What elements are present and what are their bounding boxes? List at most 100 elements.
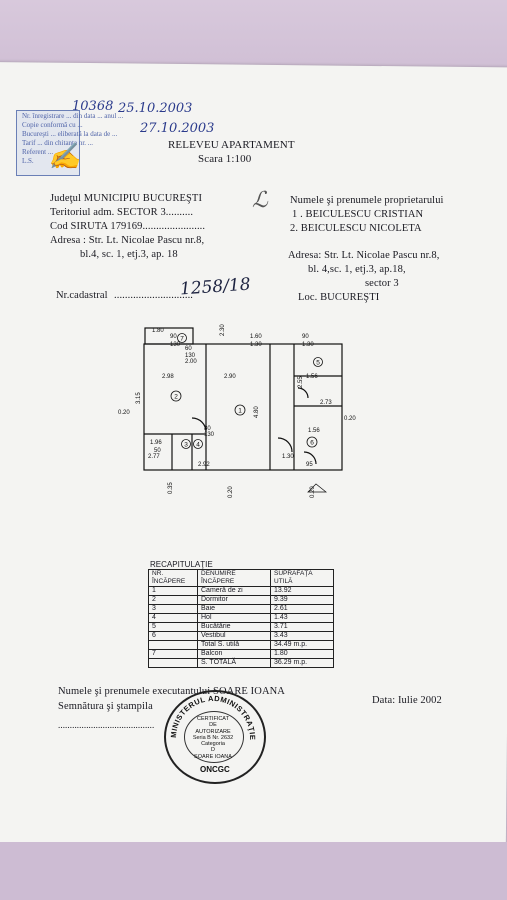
room-marker: [177, 333, 187, 343]
row-name: Baie: [197, 604, 271, 614]
seal-line: Seria B Nr. 2632: [192, 734, 234, 741]
room-marker: [193, 439, 203, 449]
row-nr: 6: [148, 631, 198, 641]
door-arc: [297, 387, 309, 399]
background-bottom: [0, 842, 507, 900]
owner-address-2: bl. 4,sc. 1, etj.3, ap.18,: [308, 264, 406, 275]
plan-dim: 0.35: [168, 482, 174, 494]
col-nr-1: NR.: [152, 570, 164, 577]
owner-signature: ℒ: [252, 188, 268, 213]
owner-1: 1 . BEICULESCU CRISTIAN: [292, 209, 424, 220]
plan-dim: 1.60: [250, 334, 262, 340]
stamp-line: Nr. înregistrare ... din data ... anul .…: [22, 112, 124, 120]
row-area: 2.61: [270, 604, 334, 614]
row-name: Vestibul: [197, 631, 271, 641]
official-seal-inner: [184, 711, 244, 763]
row-nr: 3: [148, 604, 198, 614]
plan-dim: 60: [185, 346, 192, 352]
plan-dim: 1.56: [308, 428, 320, 434]
plan-dim: 2.30: [220, 324, 226, 336]
stamp-line: Tarif ... din chitanţa nr. ...: [22, 139, 94, 147]
outer-wall: [143, 343, 343, 471]
plan-dim: 90: [170, 334, 177, 340]
room-marker: [234, 404, 246, 416]
plan-dim: 90: [302, 334, 309, 340]
document-title: RELEVEU APARTAMENT: [168, 139, 295, 151]
room-marker: [181, 439, 191, 449]
col-suprafata-2: UTILĂ: [274, 578, 293, 585]
seal-bottom: ONCGC: [200, 765, 230, 774]
row-area: 3.43: [270, 631, 334, 641]
seal-line: D: [211, 747, 215, 754]
judet: Judeţul MUNICIPIU BUCUREŞTI: [50, 193, 203, 204]
door-arc: [277, 437, 293, 453]
row-area: 13.92: [270, 586, 334, 596]
seal-line: CERTIFICAT: [197, 716, 229, 722]
row-area: 1.80: [270, 649, 334, 659]
row-name: Bucătărie: [197, 622, 271, 632]
address-line-1: Adresa : Str. Lt. Nicolae Pascu nr.8,: [50, 235, 205, 246]
plan-dim: 2.90: [224, 374, 236, 380]
col-suprafata-1: SUPRAFAŢĂ: [274, 570, 313, 577]
row-nr: 4: [148, 613, 198, 623]
plan-dim: 1.30: [302, 342, 314, 348]
address-line-2: bl.4, sc. 1, etj.3, ap. 18: [80, 249, 178, 260]
signature-dots: ........................................…: [58, 720, 155, 730]
balcony-wall: [144, 327, 194, 345]
col-denumire-1: DENUMIRE: [201, 570, 236, 577]
room-marker: [170, 390, 182, 402]
registration-date: 25.10.2003: [118, 101, 193, 116]
seal-line: Categoria: [201, 741, 225, 748]
plan-dim: 80: [204, 426, 211, 432]
room-number: 6: [310, 440, 314, 447]
row-area: 9.39: [270, 595, 334, 605]
stamp-line: L.S.: [22, 157, 34, 165]
floor-plan: 1.80 2.30 1.60 1.30 90 1.30 90 130 60 13…: [118, 324, 356, 498]
plan-dim: 2.98: [162, 374, 174, 380]
room-number: 1: [238, 408, 242, 415]
row-name: Dormitor: [197, 595, 271, 605]
row-area: 36.29 m.p.: [270, 658, 334, 668]
plan-dim: 1.80: [152, 328, 164, 334]
seal-center: CERTIFICAT DE AUTORIZARE Seria B Nr. 263…: [184, 716, 242, 760]
issue-date: 27.10.2003: [140, 121, 215, 136]
row-area: 3.71: [270, 622, 334, 632]
room-number: 3: [184, 442, 188, 449]
seal-line: AUTORIZARE: [195, 728, 231, 735]
stamp-line: Bucureşti ... eliberată la data de ...: [22, 130, 118, 138]
seal-ring-text: MINISTERUL ADMINISTRAŢIEI PUBLICE: [164, 690, 257, 740]
stamp-line: Copie conformă cu ...: [22, 121, 83, 129]
row-name: Hol: [197, 613, 271, 623]
recap-title: RECAPITULAŢIE: [150, 560, 213, 569]
row-nr: 7: [148, 649, 198, 659]
document-date: Data: Iulie 2002: [372, 695, 442, 706]
plan-dim: 0.20: [118, 410, 130, 416]
room-number: 5: [316, 360, 320, 367]
row-name: S. TOTALĂ: [197, 658, 271, 668]
entrance-arrow: [307, 483, 327, 493]
row-nr: 2: [148, 595, 198, 605]
plan-dim: 3.15: [136, 392, 142, 404]
scale-label: Scara 1:100: [198, 153, 252, 165]
plan-dim: 50: [154, 448, 161, 454]
plan-dim: 2.77: [148, 454, 160, 460]
stamp-line: Referent ...: [22, 148, 54, 156]
registration-number: 10368: [72, 99, 114, 114]
row-area: 34.49 m.p.: [270, 640, 334, 650]
col-nr-2: ÎNCĂPERE: [152, 578, 186, 585]
room-marker: [313, 357, 323, 367]
row-area: 1.43: [270, 613, 334, 623]
cadastral-dots: .............................: [114, 290, 194, 301]
owner-address-3: sector 3: [365, 278, 399, 289]
plan-dim: 1.96: [150, 440, 162, 446]
plan-dim: 130: [185, 353, 196, 359]
